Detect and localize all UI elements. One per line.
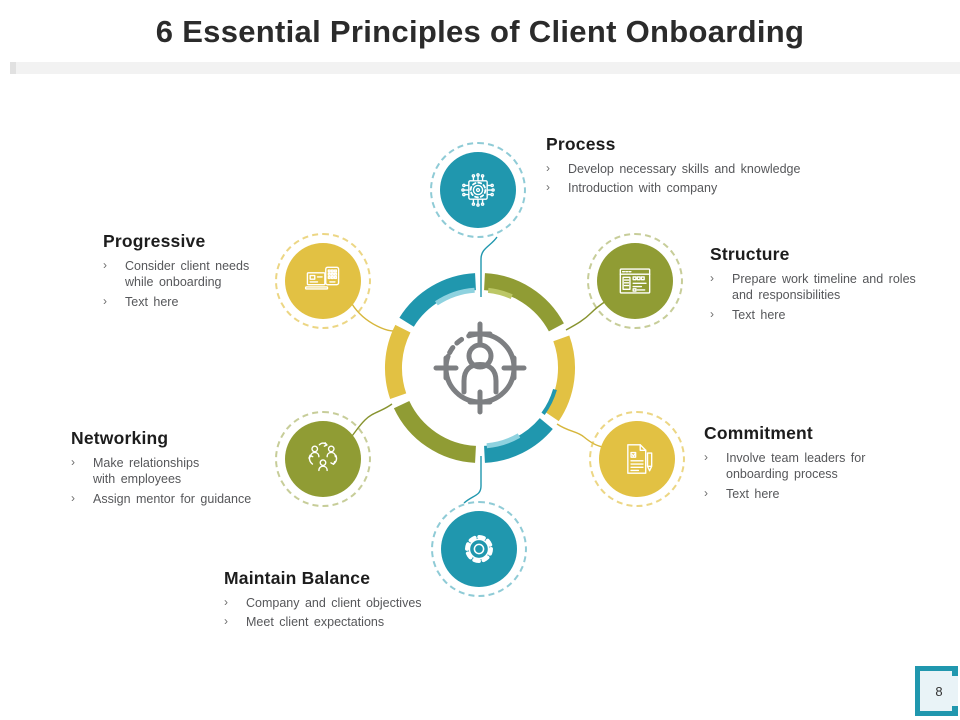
connector-process bbox=[480, 236, 498, 297]
segmented-ring bbox=[384, 273, 576, 463]
bullet-marker: › bbox=[71, 490, 75, 505]
title-underline-bar bbox=[10, 62, 960, 74]
dashed-ring-structure bbox=[587, 233, 683, 329]
node-networking bbox=[285, 421, 361, 497]
section-title-networking: Networking bbox=[71, 428, 169, 448]
bullet-item: › Text here bbox=[704, 485, 780, 501]
bullet-item: › Develop necessary skills and knowledge bbox=[546, 161, 801, 176]
laptop-device-icon bbox=[304, 266, 340, 290]
bullet-item: › Company and client objectives bbox=[224, 595, 422, 610]
bullet-marker: › bbox=[71, 455, 75, 469]
bullet-item: › Make relationships with employees bbox=[71, 455, 200, 487]
bullet-marker: › bbox=[103, 293, 107, 308]
bullet-item: › Text here bbox=[710, 306, 786, 322]
dashed-ring-commitment bbox=[589, 411, 685, 507]
bullet-marker: › bbox=[704, 450, 708, 464]
section-title-commitment: Commitment bbox=[704, 423, 813, 443]
bullet-item: › Prepare work timeline and roles and re… bbox=[710, 271, 916, 303]
page-title: 6 Essential Principles of Client Onboard… bbox=[155, 14, 805, 49]
connector-maintain-balance bbox=[463, 456, 482, 504]
accent-arc-cyan-top-left bbox=[435, 287, 475, 306]
bullet-marker: › bbox=[546, 161, 550, 175]
section-structure: Structure › Prepare work timeline and ro… bbox=[710, 244, 945, 326]
page-number: 8 bbox=[935, 683, 943, 699]
chip-gear-icon bbox=[461, 173, 495, 207]
section-networking: Networking › Make relationships with emp… bbox=[71, 428, 291, 510]
node-structure bbox=[597, 243, 673, 319]
person-target-icon bbox=[433, 321, 527, 415]
section-title-maintain-balance: Maintain Balance bbox=[224, 568, 371, 588]
accent-arc-teal-right bbox=[541, 388, 557, 415]
dashed-ring-networking bbox=[275, 411, 371, 507]
ring-segment-olive-bottom-left bbox=[393, 400, 477, 463]
window-layout-icon bbox=[619, 268, 651, 294]
bullet-item: › Text here bbox=[103, 293, 179, 309]
section-commitment: Commitment › Involve team leaders for on… bbox=[704, 423, 929, 505]
bullet-item: › Meet client expectations bbox=[224, 614, 385, 630]
document-pencil-icon bbox=[627, 444, 653, 474]
section-title-progressive: Progressive bbox=[103, 231, 206, 251]
ring-segment-yellow-left bbox=[384, 324, 411, 399]
bullet-item: › Involve team leaders for onboarding pr… bbox=[704, 450, 866, 482]
ring-segment-teal-bottom-right bbox=[483, 417, 553, 463]
ring-segment-yellow-right bbox=[544, 335, 576, 422]
section-process: Process › Develop necessary skills and k… bbox=[546, 134, 856, 200]
bullet-marker: › bbox=[704, 485, 708, 500]
node-maintain-balance bbox=[441, 511, 517, 587]
dashed-ring-progressive bbox=[275, 233, 371, 329]
node-commitment bbox=[599, 421, 675, 497]
bullet-item: › Assign mentor for guidance bbox=[71, 490, 252, 506]
ring-accent-arcs bbox=[435, 287, 557, 449]
section-maintain-balance: Maintain Balance › Company and client ob… bbox=[224, 568, 489, 634]
section-title-process: Process bbox=[546, 134, 616, 154]
node-progressive bbox=[285, 243, 361, 319]
dashed-ring-process bbox=[430, 142, 526, 238]
accent-arc-olive-top-right bbox=[487, 287, 513, 300]
bullet-marker: › bbox=[224, 595, 228, 609]
accent-arc-cyan-bottom bbox=[486, 433, 521, 449]
page-number-box: 8 bbox=[915, 666, 958, 716]
people-cycle-icon bbox=[308, 442, 338, 472]
bullet-marker: › bbox=[710, 306, 714, 321]
gear-icon bbox=[465, 535, 493, 563]
ring-segment-teal-top-left bbox=[399, 273, 477, 327]
bullet-item: › Consider client needs while onboarding bbox=[103, 258, 250, 290]
ring-segment-olive-top-right bbox=[483, 273, 564, 332]
bullet-marker: › bbox=[710, 271, 714, 285]
node-process bbox=[440, 152, 516, 228]
bullet-marker: › bbox=[224, 614, 228, 629]
bullet-marker: › bbox=[103, 258, 107, 272]
connector-lines bbox=[351, 236, 607, 504]
bullet-item: › Introduction with company bbox=[546, 180, 718, 196]
section-progressive: Progressive › Consider client needs whil… bbox=[103, 231, 308, 313]
bullet-marker: › bbox=[546, 180, 550, 195]
section-title-structure: Structure bbox=[710, 244, 790, 264]
